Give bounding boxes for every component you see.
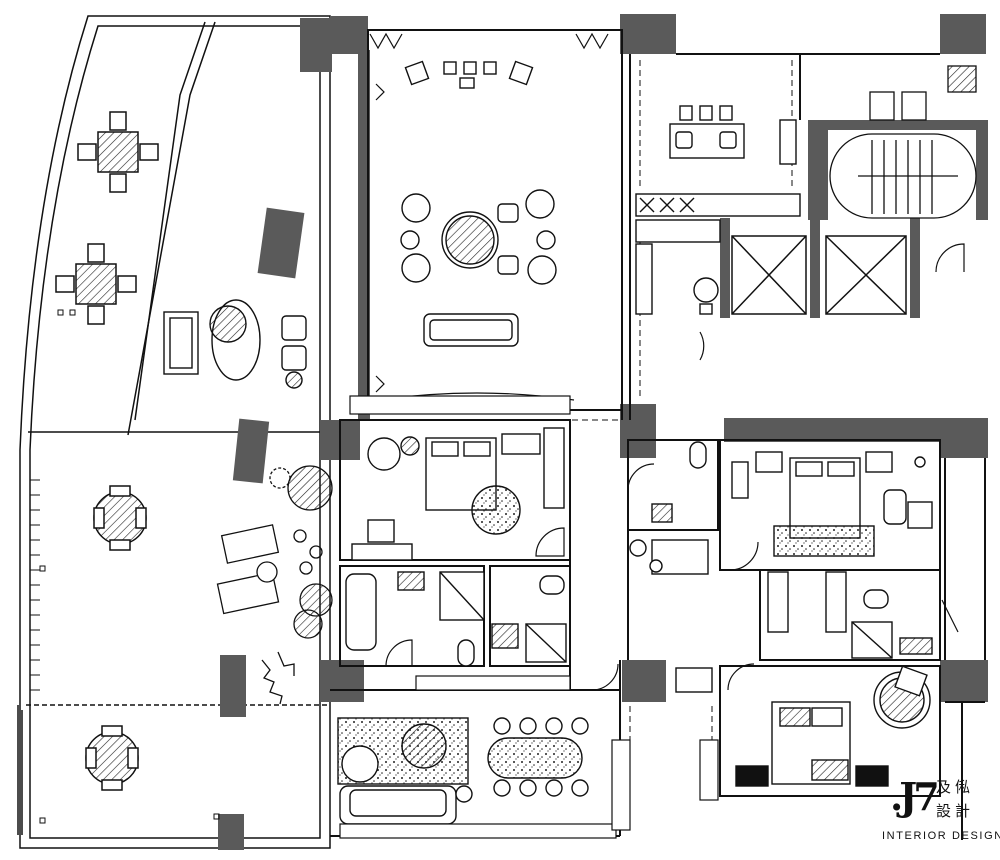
brand-mark: .J7 (890, 774, 940, 819)
terrace-lounge (163, 299, 307, 389)
kitchen-furniture (635, 105, 801, 315)
built-in-cabinets (339, 395, 719, 839)
bedroom-1 (351, 427, 565, 561)
terrace-edge-ribs (30, 479, 40, 691)
elevators (731, 235, 907, 315)
brand-name-cn-line2: 設計 (936, 802, 975, 820)
living-room-furniture (400, 60, 557, 347)
terrace-outline (17, 15, 360, 849)
structural-walls (218, 14, 988, 850)
bathroom-2 (629, 441, 933, 659)
terrace-dining-set-1 (77, 111, 159, 193)
terrace-dining-set-2 (55, 243, 137, 325)
bedroom-2 (731, 451, 933, 557)
terrace-round-table-1 (93, 485, 147, 551)
terrace-planters (261, 465, 333, 705)
brand-tagline: INTERIOR DESIGN (882, 830, 1000, 842)
terrace-round-table-2 (85, 725, 139, 791)
brand-name-cn-line1: 及俬 (936, 778, 975, 796)
staircase (829, 65, 977, 219)
master-bedroom (675, 665, 931, 787)
door-swings (385, 243, 965, 691)
dining-and-family (337, 717, 589, 825)
terrace-sun-loungers (216, 524, 280, 615)
bathroom-1 (345, 571, 567, 667)
terrace-small-marks (39, 309, 220, 824)
brand-logo: .J7 及俬 設計 INTERIOR DESIGN (876, 772, 1000, 852)
